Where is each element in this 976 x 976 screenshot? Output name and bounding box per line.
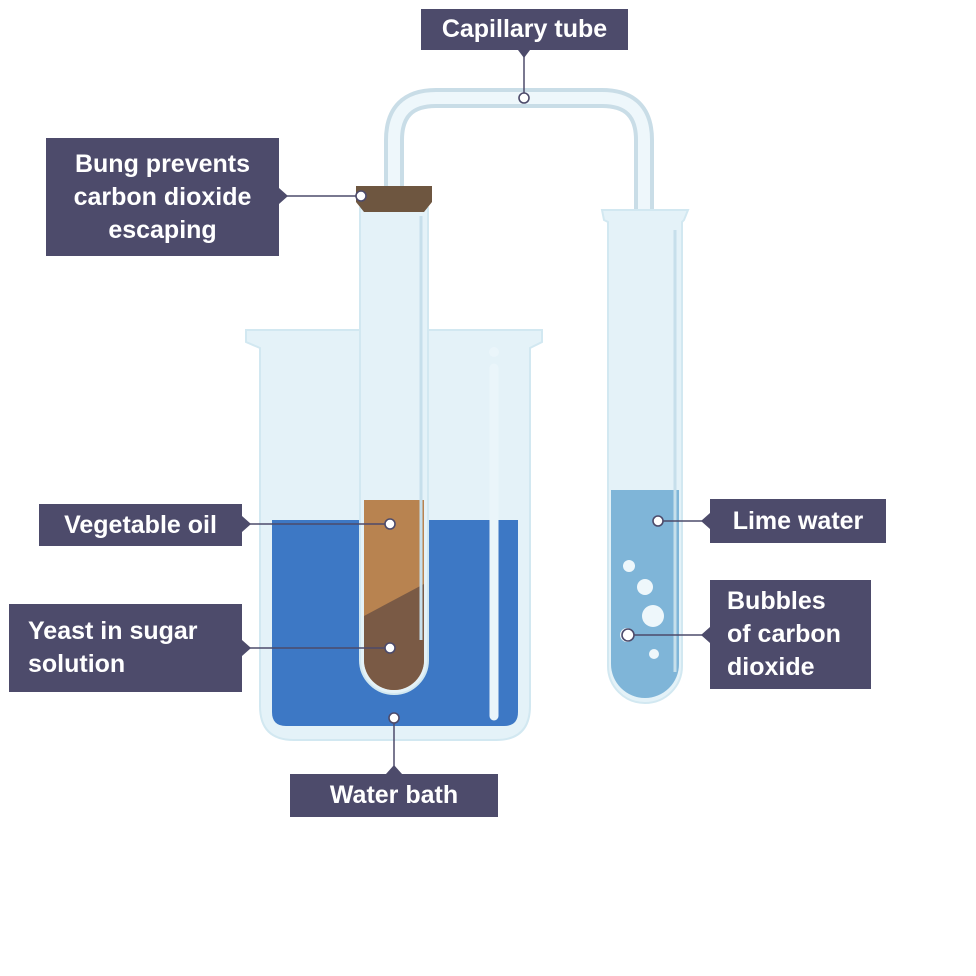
anchor-dot — [652, 515, 664, 527]
label-pointers — [242, 50, 710, 774]
anchor-dot — [384, 642, 396, 654]
vegetable-oil-label: Vegetable oil — [39, 504, 242, 546]
anchor-dot — [355, 190, 367, 202]
bung — [356, 186, 432, 212]
lime-water-label: Lime water — [710, 499, 886, 543]
capillary-tube-label: Capillary tube — [421, 9, 628, 50]
yeast-label-text: Yeast in sugar solution — [28, 617, 198, 678]
water-bath-label-text: Water bath — [329, 781, 459, 809]
yeast-label: Yeast in sugar solution — [9, 604, 242, 692]
anchor-dot — [384, 518, 396, 530]
bubble — [637, 579, 653, 595]
bubble — [623, 560, 635, 572]
left-test-tube — [359, 207, 429, 695]
bubbles-label: Bubbles of carbon dioxide — [710, 580, 871, 689]
bung-label-text: Bung prevents carbon dioxide escaping — [73, 149, 252, 244]
anchor-dot — [388, 712, 400, 724]
anchor-dot — [518, 92, 530, 104]
bubble — [649, 649, 659, 659]
bung-label: Bung prevents carbon dioxide escaping — [46, 138, 279, 256]
beaker-highlight — [489, 347, 499, 721]
anchor-dot — [621, 628, 635, 642]
water-bath-label: Water bath — [290, 774, 498, 817]
lime-water-label-text: Lime water — [732, 506, 864, 535]
capillary-tube-label-text: Capillary tube — [441, 15, 608, 43]
leader-lines — [242, 50, 710, 774]
bubbles-label-text: Bubbles of carbon dioxide — [727, 587, 841, 681]
bubble — [642, 605, 664, 627]
anchor-dots — [355, 92, 664, 724]
vegetable-oil-label-text: Vegetable oil — [64, 510, 217, 539]
right-test-tube — [600, 209, 690, 704]
